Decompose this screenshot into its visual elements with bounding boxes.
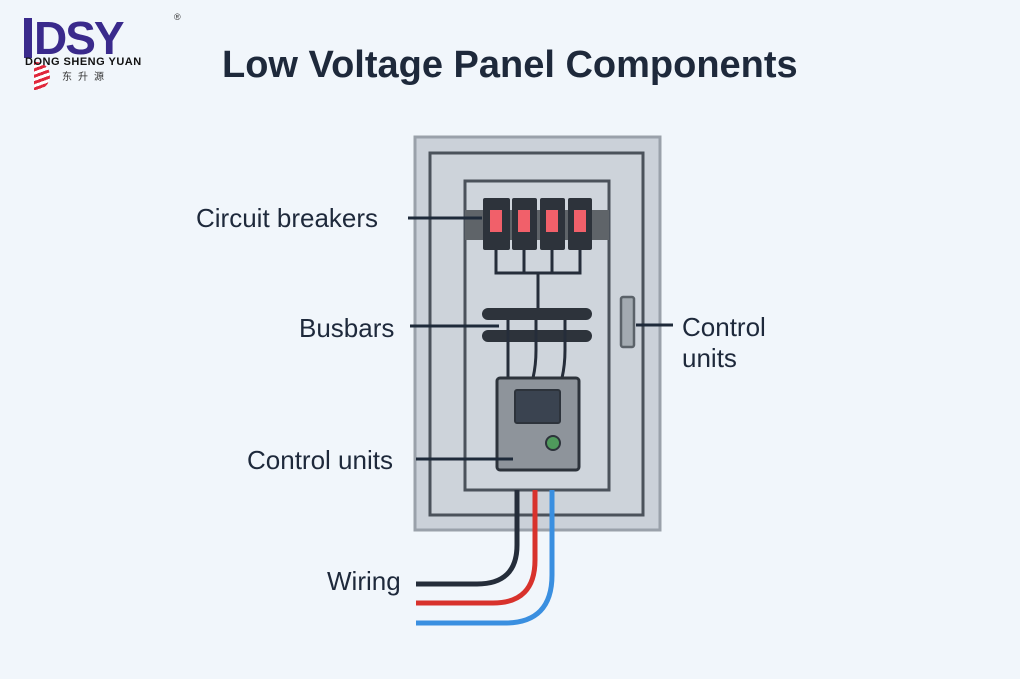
busbar-to-control-wires [506, 320, 567, 379]
breaker-indicator [490, 210, 502, 232]
company-logo: DSY ® DONG SHENG YUAN 东升源 [24, 12, 184, 90]
wire-blue [416, 490, 555, 626]
breaker-indicator [546, 210, 558, 232]
leader-lines [408, 216, 673, 461]
label-busbars: Busbars [299, 313, 395, 343]
breaker [512, 198, 537, 250]
label-circuit-breakers: Circuit breakers [196, 203, 379, 233]
wire-red [416, 490, 538, 606]
control-unit [495, 376, 581, 472]
page-title: Low Voltage Panel Components [222, 44, 798, 86]
wire-black [416, 490, 520, 587]
breaker-connections [494, 250, 582, 313]
logo-wordmark: DSY [24, 15, 125, 90]
registered-mark: ® [174, 12, 181, 22]
circuit-breakers [483, 198, 592, 250]
breaker [568, 198, 592, 250]
label-control-units-left: Control units [247, 445, 393, 475]
logo-chinese: 东升源 [62, 72, 110, 83]
logo-d-stripes-icon [34, 62, 50, 90]
breaker [483, 198, 510, 250]
breaker-indicator [574, 210, 586, 232]
label-wiring: Wiring [327, 566, 401, 596]
logo-subtitle: DONG SHENG YUAN [25, 56, 142, 68]
breaker-indicator [518, 210, 530, 232]
wiring [416, 490, 555, 626]
label-control-units-right-line2: units [682, 343, 737, 373]
breaker [540, 198, 565, 250]
control-unit-display [514, 389, 561, 424]
door-control-unit [619, 295, 636, 349]
status-light-icon [545, 435, 561, 451]
label-control-units-right-line1: Control [682, 312, 766, 342]
